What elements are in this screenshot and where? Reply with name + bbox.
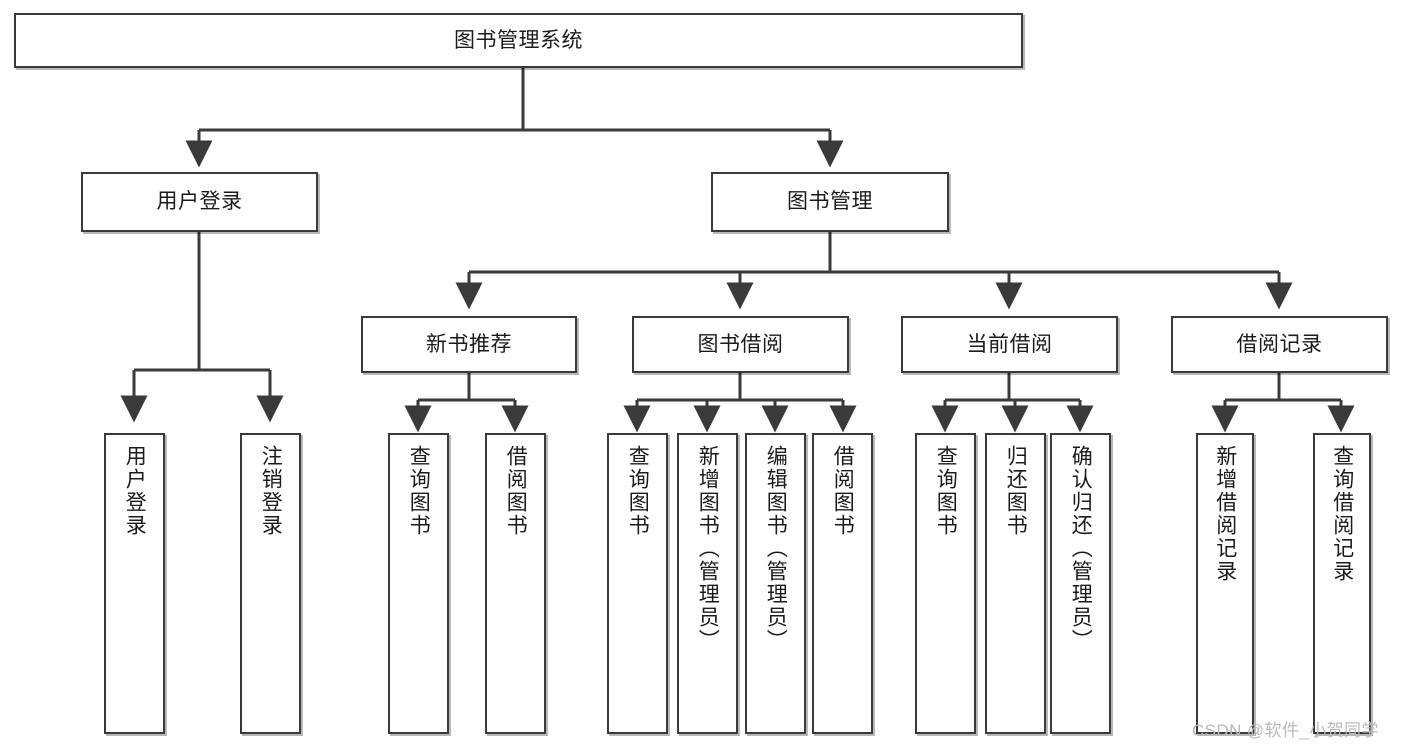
node-label: 借阅记录 [1236, 332, 1323, 356]
node-label: 查询图书 [626, 445, 650, 537]
node-label: 用户登录 [123, 445, 147, 537]
node-new-book-recommend[interactable]: 新书推荐 [361, 316, 577, 373]
node-book-manage[interactable]: 图书管理 [711, 172, 949, 232]
node-book-borrow[interactable]: 图书借阅 [632, 316, 849, 373]
node-leaf-user-login[interactable]: 用户登录 [104, 433, 165, 734]
node-label: 新书推荐 [426, 332, 512, 356]
node-leaf-add-record[interactable]: 新增借阅记录 [1196, 433, 1254, 734]
node-label: 归还图书 [1004, 445, 1028, 537]
node-label: 确认归还（管理员） [1069, 445, 1093, 652]
node-label: 新增图书（管理员） [696, 445, 720, 652]
node-leaf-query-book-2[interactable]: 查询图书 [607, 433, 668, 734]
node-label: 图书管理 [787, 190, 873, 214]
node-leaf-borrow-book-1[interactable]: 借阅图书 [485, 433, 546, 734]
node-leaf-query-book-1[interactable]: 查询图书 [388, 433, 449, 734]
node-current-borrow[interactable]: 当前借阅 [901, 316, 1118, 373]
csdn-watermark: CSDN @软件_小贺同学 [1192, 721, 1379, 740]
node-label: 注销登录 [259, 445, 283, 537]
node-label: 图书借阅 [697, 332, 784, 356]
node-label: 新增借阅记录 [1213, 445, 1237, 583]
node-label: 图书管理系统 [454, 28, 583, 52]
node-leaf-confirm-return[interactable]: 确认归还（管理员） [1050, 433, 1111, 734]
node-label: 编辑图书（管理员） [764, 445, 788, 652]
node-user-login[interactable]: 用户登录 [81, 172, 318, 232]
node-leaf-edit-book[interactable]: 编辑图书（管理员） [745, 433, 806, 734]
node-leaf-logout-login[interactable]: 注销登录 [240, 433, 301, 734]
node-label: 当前借阅 [966, 332, 1053, 356]
node-leaf-query-book-3[interactable]: 查询图书 [915, 433, 976, 734]
node-leaf-borrow-book-2[interactable]: 借阅图书 [812, 433, 873, 734]
node-label: 用户登录 [156, 190, 243, 214]
node-leaf-query-record[interactable]: 查询借阅记录 [1313, 433, 1371, 734]
node-label: 借阅图书 [831, 445, 855, 537]
node-label: 借阅图书 [504, 445, 528, 537]
node-borrow-record[interactable]: 借阅记录 [1171, 316, 1388, 373]
node-label: 查询图书 [407, 445, 431, 537]
node-label: 查询图书 [934, 445, 958, 537]
node-book-management-system[interactable]: 图书管理系统 [14, 13, 1023, 68]
node-leaf-return-book[interactable]: 归还图书 [985, 433, 1046, 734]
node-label: 查询借阅记录 [1330, 445, 1354, 583]
node-leaf-add-book[interactable]: 新增图书（管理员） [677, 433, 738, 734]
